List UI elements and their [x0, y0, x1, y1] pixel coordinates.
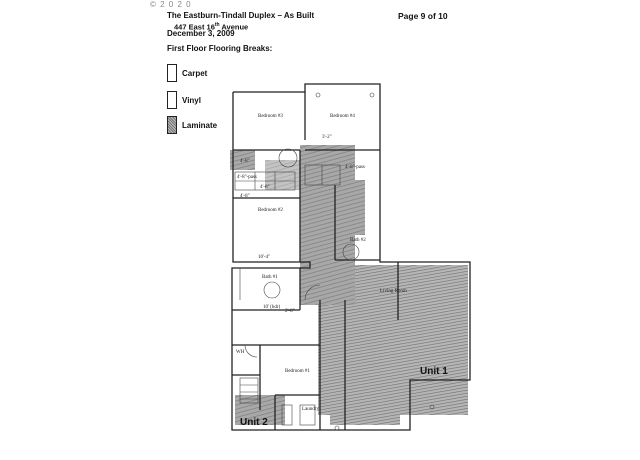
room-label-bath-1: Bath #1	[262, 275, 278, 280]
room-label-living-room: Living Room	[380, 289, 407, 294]
legend-item-laminate: Laminate	[167, 116, 217, 134]
legend-label: Vinyl	[182, 95, 201, 105]
room-label-bath-2: Bath #2	[350, 238, 366, 243]
room-label-bedroom-1: Bedroom #1	[285, 369, 310, 374]
dimension-label: 2'-8"	[285, 309, 295, 314]
document-date: December 3, 2009	[167, 29, 235, 38]
fixtures	[234, 92, 435, 431]
dimension-label: 10'-4"	[258, 255, 270, 260]
dimension-label: 4'-8"	[240, 159, 250, 164]
address-line: 447 East 16th Avenue	[174, 20, 248, 33]
address-ordinal: th	[214, 22, 220, 28]
room-label-bedroom-2: Bedroom #2	[258, 208, 283, 213]
nook-laminate	[230, 150, 255, 170]
room-label-laundry: Laundry	[302, 407, 319, 412]
legend-item-vinyl: Vinyl	[167, 91, 201, 109]
laminate-areas	[230, 145, 468, 425]
legend-item-carpet: Carpet	[167, 64, 207, 82]
section-title: First Floor Flooring Breaks:	[167, 44, 273, 53]
dimension-label: 4'-8"-pass	[345, 165, 365, 170]
unit-2-label: Unit 2	[240, 417, 268, 428]
vinyl-swatch	[167, 91, 177, 109]
walls	[231, 83, 471, 431]
legend-label: Carpet	[182, 68, 208, 78]
document-title: The Eastburn-Tindall Duplex – As Built	[167, 11, 315, 20]
dimension-label: 4'-8"	[240, 194, 250, 199]
carpet-swatch	[167, 64, 177, 82]
dimension-label: 10' (hdr)	[263, 305, 280, 310]
page-number: Page 9 of 10	[398, 11, 448, 21]
dimension-label: 4'-8"-pass	[237, 175, 257, 180]
legend-label: Laminate	[182, 120, 218, 130]
handwritten-mark: © 2 0 2 0	[150, 0, 192, 9]
address-number-street: 447 East 16	[174, 22, 215, 32]
laminate-swatch	[167, 116, 177, 134]
entry-laminate	[330, 395, 400, 425]
unit-1-label: Unit 1	[420, 366, 448, 377]
room-label-bedroom-4: Bedroom #4	[330, 114, 355, 119]
address-street-type: Avenue	[219, 22, 249, 32]
dimension-label: 3'-2"	[322, 135, 332, 140]
room-label-water-heater: WH	[236, 350, 245, 355]
room-label-bedroom-3: Bedroom #3	[258, 114, 283, 119]
closet-laminate-2	[265, 160, 305, 190]
closet-laminate	[340, 180, 365, 235]
dimension-label: 4'-8"	[260, 185, 270, 190]
